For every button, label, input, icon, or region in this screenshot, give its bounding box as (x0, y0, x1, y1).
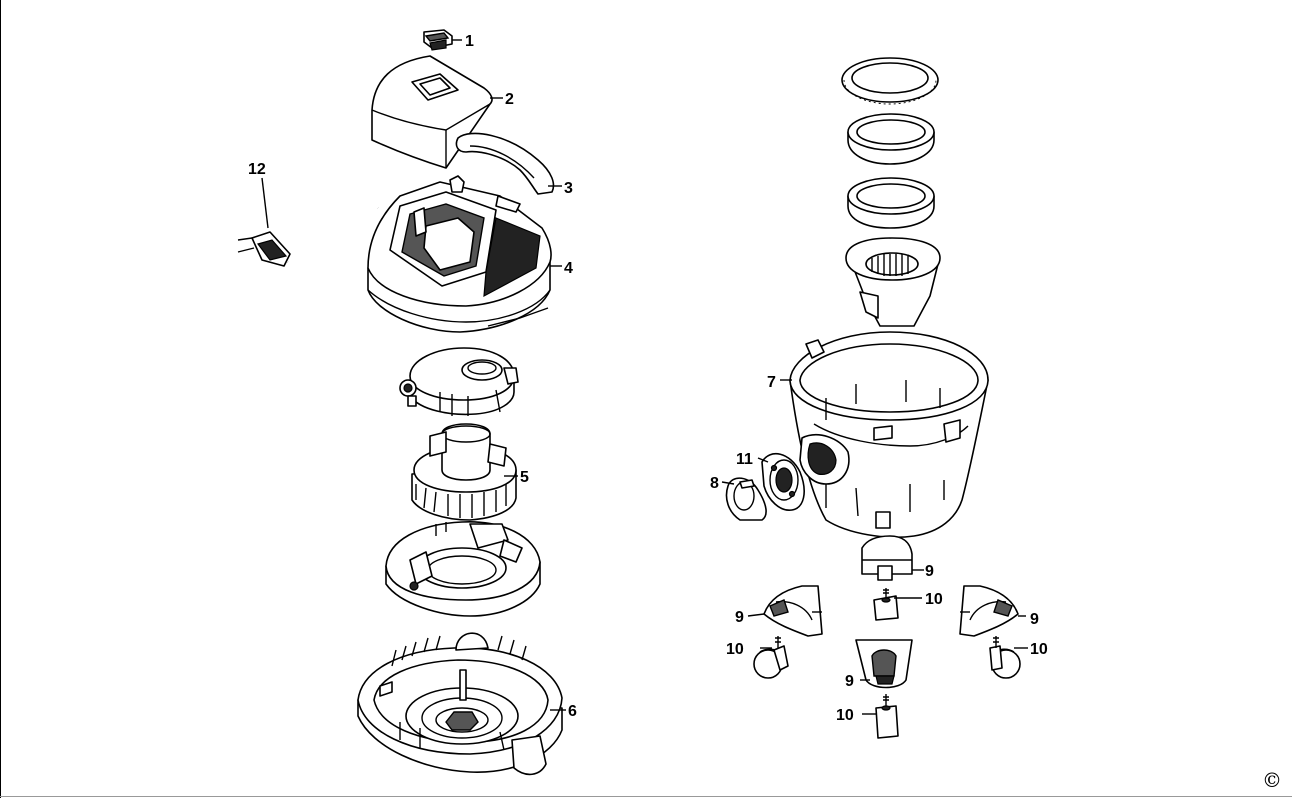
part-label-12: 12 (248, 161, 266, 178)
part-caster-housing-right-drawing (959, 585, 1026, 637)
part-label-6: 6 (568, 703, 577, 720)
part-label-10d: 10 (836, 707, 854, 724)
part-label-10b: 10 (726, 641, 744, 658)
frame-bottom-border (0, 796, 1292, 797)
part-label-5: 5 (520, 469, 529, 486)
part-motor-head-drawing (367, 175, 562, 333)
part-label-9b: 9 (735, 609, 744, 626)
part-label-11: 11 (736, 451, 753, 468)
part-label-2: 2 (505, 91, 514, 108)
part-switch-drawing (423, 29, 462, 51)
gasket-ring-drawing (841, 57, 939, 105)
part-caster-housing-bottom-drawing (855, 639, 913, 689)
part-label-9c: 9 (1030, 611, 1039, 628)
part-caster-left-drawing (753, 636, 789, 679)
part-handle-drawing (455, 132, 562, 195)
filter-ring-lower-drawing (847, 177, 935, 229)
part-label-10c: 10 (1030, 641, 1048, 658)
part-drum-drawing (780, 331, 989, 539)
part-label-4: 4 (564, 260, 573, 277)
part-caster-bottom-drawing (862, 694, 899, 739)
part-motor-drawing (411, 423, 518, 521)
part-hose-connector-drawing (721, 477, 767, 521)
part-label-10a: 10 (925, 591, 943, 608)
part-label-8: 8 (710, 475, 719, 492)
part-caster-top-drawing (873, 588, 922, 621)
part-caster-housing-top-drawing (861, 535, 924, 581)
motor-mount-ring-drawing (399, 347, 519, 416)
part-label-7: 7 (767, 374, 776, 391)
filter-ring-upper-drawing (847, 113, 935, 165)
part-base-drawing (357, 632, 566, 776)
part-caster-right-drawing (989, 636, 1028, 679)
part-power-cord-drawing (237, 177, 380, 269)
motor-housing-lower-drawing (385, 521, 541, 617)
frame-left-border (0, 0, 1, 798)
part-label-3: 3 (564, 180, 573, 197)
part-adapter-drawing (757, 452, 805, 511)
copyright-symbol: © (1262, 768, 1282, 792)
filter-cage-drawing (845, 237, 941, 327)
part-label-9d: 9 (845, 673, 854, 690)
part-label-9a: 9 (925, 563, 934, 580)
part-caster-housing-left-drawing (747, 585, 823, 637)
part-label-1: 1 (465, 33, 474, 50)
